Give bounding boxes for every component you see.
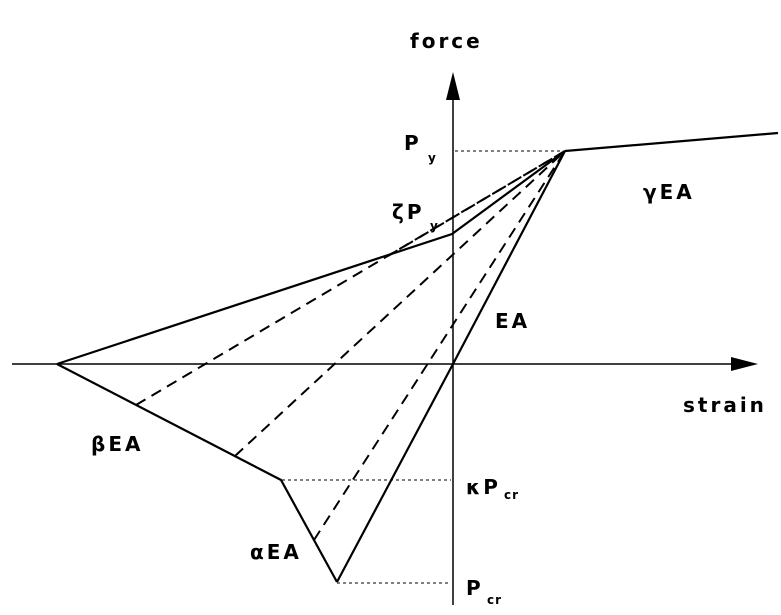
y-axis-label: force <box>410 29 483 53</box>
beta-ea-label: βEA <box>91 432 143 456</box>
lower-envelope-line <box>56 363 338 583</box>
elastic-ea-line <box>336 150 566 583</box>
x-axis-arrowhead <box>731 357 758 371</box>
kappa-pcr-subscript: cr <box>504 488 519 502</box>
upper-envelope-line <box>56 150 566 366</box>
py-label: P <box>404 131 422 155</box>
x-axis-label: strain <box>683 393 767 417</box>
alpha-ea-label: αEA <box>250 540 302 564</box>
pcr-label: P <box>466 576 484 600</box>
dashed-line-4 <box>313 150 566 541</box>
py-subscript: y <box>428 151 437 165</box>
zeta-py-label: ζP <box>392 200 424 224</box>
y-axis-arrowhead <box>446 72 460 100</box>
dashed-line-3 <box>234 150 566 457</box>
gamma-ea-label: γEA <box>643 180 695 204</box>
kappa-pcr-label: κP <box>466 475 501 499</box>
hardening-gamma-ea-line <box>564 131 779 153</box>
ea-label: EA <box>495 309 530 333</box>
dashed-line-1 <box>387 150 566 257</box>
dashed-line-2 <box>135 150 566 406</box>
pcr-subscript: cr <box>487 593 502 607</box>
zeta-py-subscript: y <box>430 219 439 233</box>
